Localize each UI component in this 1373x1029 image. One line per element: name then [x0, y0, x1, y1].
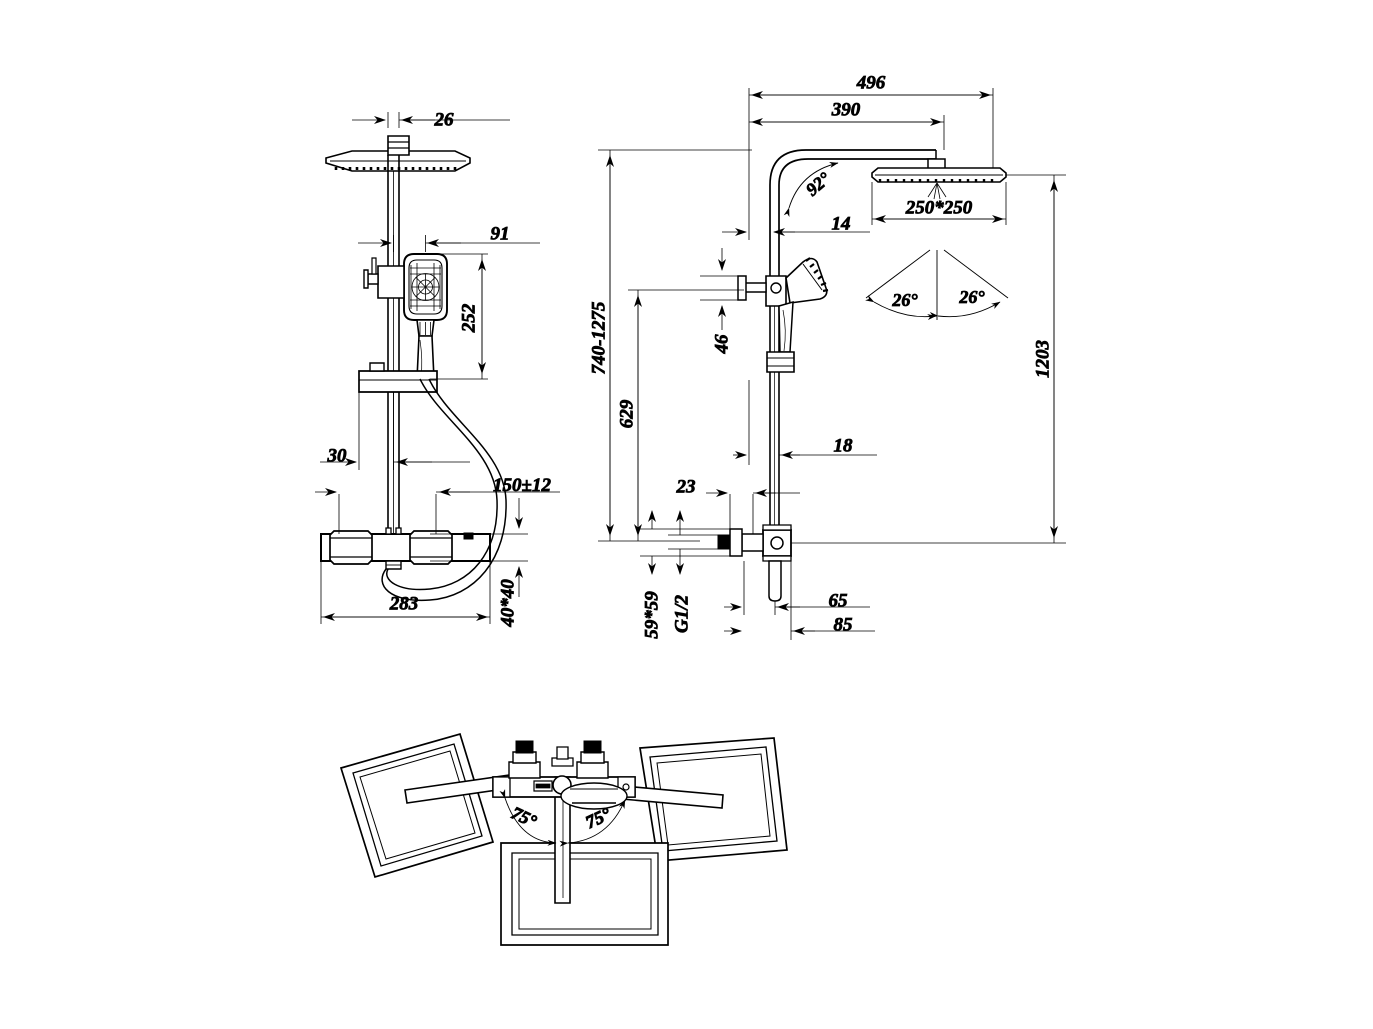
plan-bottom-panel: [500, 842, 669, 946]
side-view-dimensions: 496 390 92° 14 46 740-1275 629: [588, 72, 994, 640]
angle-75-right-arc: [559, 799, 626, 847]
front-view-dimensions: 26 91 252 30 150±12 40*40 283: [315, 109, 560, 628]
dim-150: 150±12: [493, 475, 551, 496]
plan-view: 75° 75°: [339, 732, 788, 946]
dim-740-1275: 740-1275: [589, 301, 610, 374]
front-riser-rail: [387, 155, 400, 540]
side-nozzle-row: [878, 179, 994, 182]
dim-g12: G1/2: [672, 595, 693, 634]
dim-283: 283: [389, 594, 419, 615]
dim-23: 23: [676, 477, 696, 498]
angle-75-left-arc: [499, 788, 557, 846]
side-hand-shower: [737, 257, 829, 373]
dim-40x40: 40*40: [498, 579, 519, 628]
plan-right-handle: [576, 740, 609, 779]
dim-26deg-left: 26°: [891, 290, 918, 310]
angle-26-right-arc: [929, 301, 1001, 318]
side-overhead-shower-head: [871, 167, 1007, 200]
dim-252: 252: [459, 303, 480, 333]
dim-26: 26: [434, 110, 455, 131]
front-thermostatic-valve-body: [320, 527, 491, 570]
front-shower-hose: [381, 378, 507, 602]
plan-left-panel: [339, 732, 495, 879]
dim-65: 65: [829, 591, 849, 612]
side-hand-spray-teeth: [805, 257, 829, 293]
dim-1203: 1203: [1033, 340, 1054, 378]
dim-30: 30: [327, 446, 348, 467]
dim-14: 14: [832, 214, 851, 235]
spray-pattern-view: 250*250 26° 26° 1203: [791, 174, 1066, 544]
dim-629: 629: [617, 399, 638, 428]
front-overhead-shower-head: [325, 135, 471, 172]
front-shower-holder-bracket: [363, 257, 405, 299]
dim-91: 91: [491, 224, 510, 245]
dim-46: 46: [712, 334, 733, 355]
dim-496: 496: [856, 73, 886, 94]
dim-85: 85: [834, 615, 854, 636]
dim-59x59: 59*59: [642, 591, 663, 639]
dim-390: 390: [831, 100, 861, 121]
plan-left-handle: [508, 740, 541, 779]
plan-center-knob: [551, 746, 574, 767]
dim-26deg-right: 26°: [958, 287, 985, 307]
front-hand-shower: [403, 253, 448, 380]
side-center-spray-ticks: [927, 182, 947, 200]
dim-head-size: 250*250: [905, 198, 973, 219]
angle-92-arc: [783, 162, 839, 218]
plan-right-panel: [639, 737, 788, 862]
front-view: [320, 135, 507, 602]
side-view: [717, 149, 1007, 602]
front-spray-face-pattern: [410, 263, 441, 311]
dim-18: 18: [834, 436, 854, 457]
